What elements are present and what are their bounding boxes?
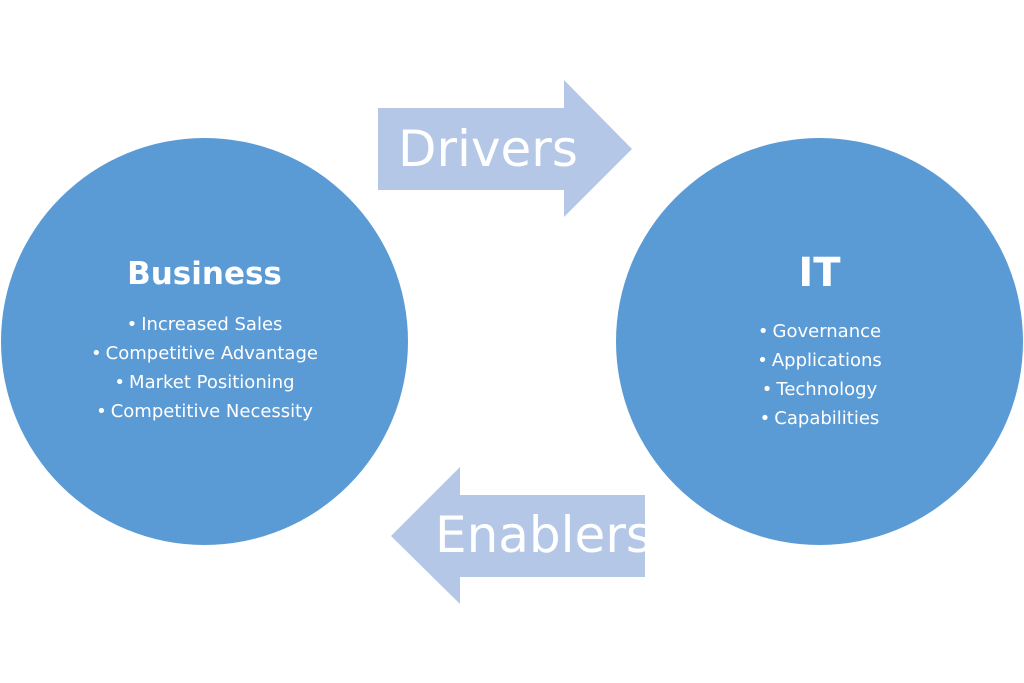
business-title: Business	[127, 256, 282, 293]
right-arrow-icon	[378, 80, 632, 217]
left-arrow-icon	[391, 467, 645, 604]
it-circle: IT Governance Applications Technology Ca…	[616, 138, 1023, 545]
business-item: Increased Sales	[91, 310, 318, 339]
drivers-arrow: Drivers	[376, 80, 634, 218]
business-circle: Business Increased Sales Competitive Adv…	[1, 138, 408, 545]
it-title: IT	[798, 249, 841, 296]
business-list: Increased Sales Competitive Advantage Ma…	[91, 310, 318, 426]
it-item: Technology	[757, 375, 882, 404]
it-item: Governance	[757, 317, 882, 346]
drivers-label: Drivers	[398, 120, 578, 178]
business-item: Market Positioning	[91, 368, 318, 397]
it-item: Applications	[757, 346, 882, 375]
enablers-arrow: Enablers	[391, 467, 652, 605]
business-item: Competitive Advantage	[91, 339, 318, 368]
it-list: Governance Applications Technology Capab…	[757, 317, 882, 433]
it-item: Capabilities	[757, 404, 882, 433]
enablers-label: Enablers	[435, 506, 652, 564]
business-item: Competitive Necessity	[91, 397, 318, 426]
